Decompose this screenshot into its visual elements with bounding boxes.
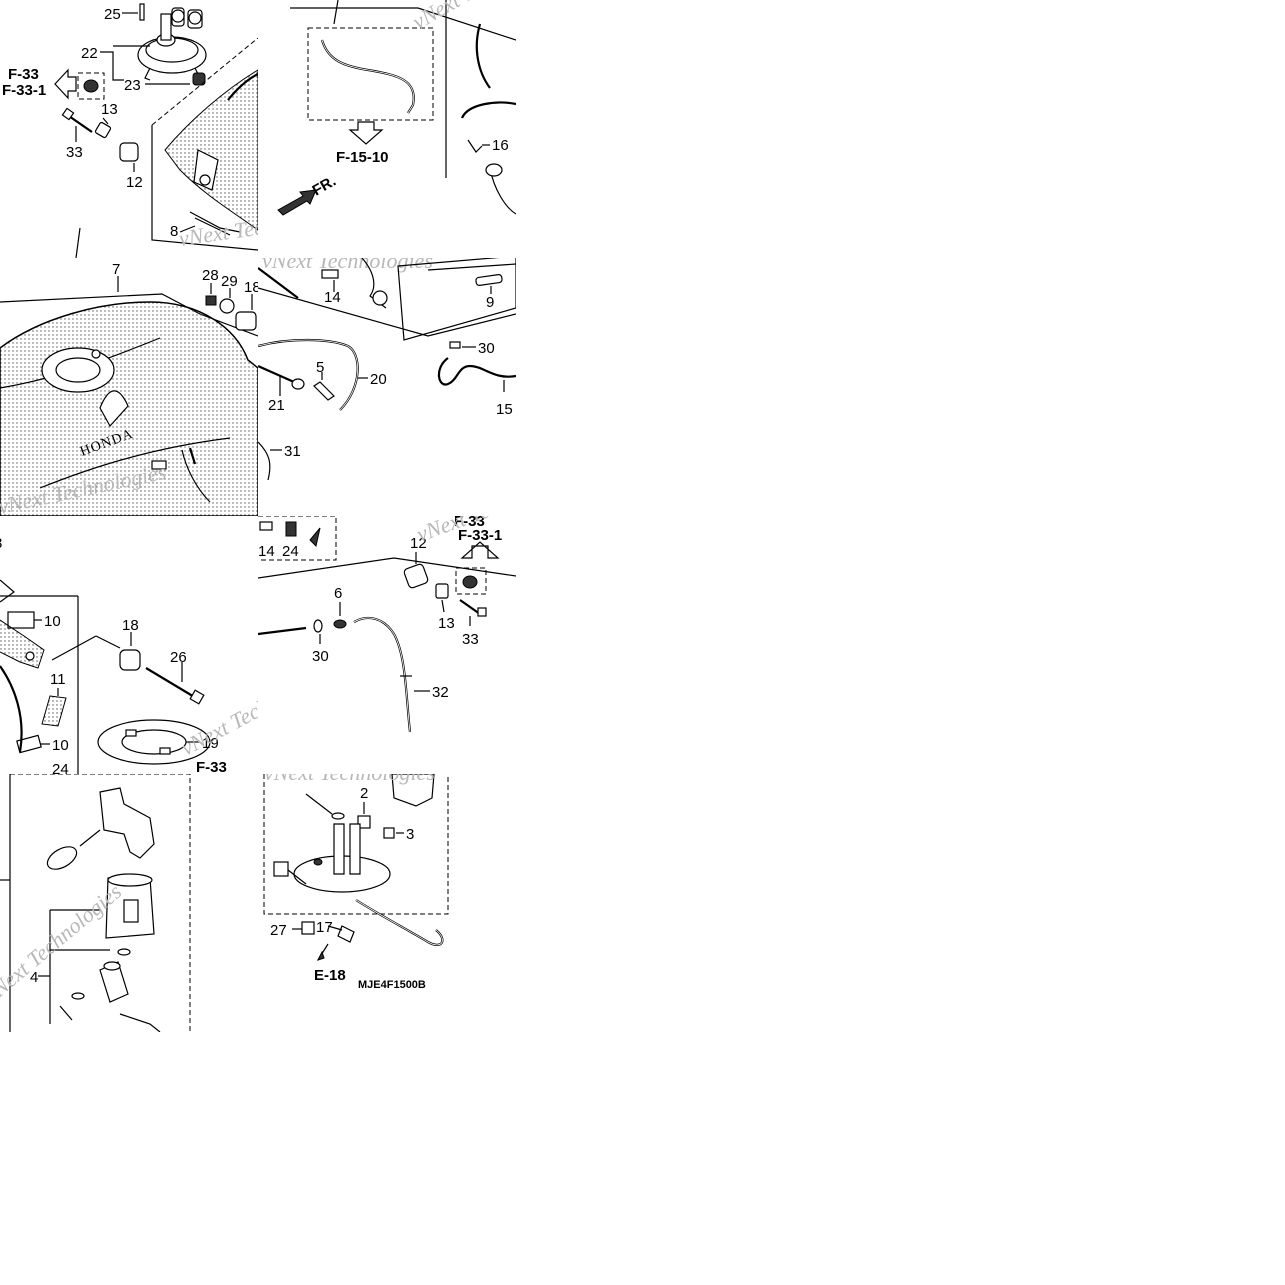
cap-seal xyxy=(192,72,206,86)
callout-12b: 12 xyxy=(410,535,427,552)
ref-f33-1: F-33-1 xyxy=(2,82,46,99)
tile-breather: F-15-10 16 FR. vNext Technologies xyxy=(258,0,516,258)
callout-30b: 30 xyxy=(312,648,329,665)
callout-17: 17 xyxy=(316,919,333,936)
callout-18b: 18 xyxy=(122,617,139,634)
callout-19: 19 xyxy=(202,735,219,752)
nut-27 xyxy=(301,921,315,935)
callout-20: 20 xyxy=(370,371,387,388)
watermark: vNext Technologies xyxy=(408,0,516,34)
clip-16 xyxy=(467,139,483,153)
tile-breather-drawing: F-15-10 16 FR. vNext Technologies xyxy=(277,0,516,216)
watermark: vNext Technologies xyxy=(264,774,435,785)
tile-fuel-tank: 7 HONDA 28 29 18 vNext xyxy=(0,258,258,516)
callout-21: 21 xyxy=(268,397,285,414)
callout-22: 22 xyxy=(81,45,98,62)
pad-14 xyxy=(321,269,339,279)
callout-7: 7 xyxy=(112,261,120,278)
tile-fuel-cap: 25 22 23 F-33 F-33-1 33 13 xyxy=(0,0,258,258)
tile-mount-drawing: 3 10 10 11 18 xyxy=(0,535,258,774)
hose-17 xyxy=(355,899,444,946)
ref-f33: F-33 xyxy=(8,66,39,83)
tile-pump-flange-drawing: vNext Technologies 2 3 17 xyxy=(263,774,449,991)
callout-13: 13 xyxy=(101,101,118,118)
callout-29: 29 xyxy=(221,273,238,290)
callout-25: 25 xyxy=(104,6,121,23)
float xyxy=(46,846,78,870)
callout-10: 10 xyxy=(44,613,61,630)
arrow-up-icon xyxy=(460,541,500,559)
callout-32: 32 xyxy=(432,684,449,701)
ref-f33b: F-33 xyxy=(454,516,485,530)
nut-2 xyxy=(357,815,371,829)
arrow-left-icon xyxy=(54,68,77,100)
callout-3: 3 xyxy=(406,826,414,843)
callout-18: 18 xyxy=(244,279,258,296)
callout-4: 4 xyxy=(30,969,38,986)
callout-6: 6 xyxy=(334,585,342,602)
callout-24: 24 xyxy=(282,543,299,560)
float-arm xyxy=(99,787,155,859)
callout-8: 8 xyxy=(170,223,178,240)
bolt-33 xyxy=(61,107,93,133)
callout-16: 16 xyxy=(492,137,509,154)
ref-f33-partial: F-33 xyxy=(196,759,227,774)
tile-hoses: vNext Technologies 14 9 20 21 xyxy=(258,258,516,516)
tile-fuel-cap-drawing: 25 22 23 F-33 F-33-1 33 13 xyxy=(2,3,258,258)
arrow-down-small-icon xyxy=(317,950,325,961)
ref-f15-10: F-15-10 xyxy=(336,149,389,166)
detail-box xyxy=(307,27,434,121)
front-arrow-icon xyxy=(277,189,317,216)
callout-5: 5 xyxy=(316,359,324,376)
tile-mount: 3 10 10 11 18 xyxy=(0,516,258,774)
callout-31: 31 xyxy=(284,443,301,460)
callout-24-partial: 24 xyxy=(52,761,69,774)
callout-33b: 33 xyxy=(462,631,479,648)
callout-30: 30 xyxy=(478,340,495,357)
callout-33: 33 xyxy=(66,144,83,161)
callout-15: 15 xyxy=(496,401,513,418)
tile-fuel-tank-drawing: 7 HONDA 28 29 18 vNext xyxy=(0,261,258,516)
callout-27: 27 xyxy=(270,922,287,939)
wing-logo-icon xyxy=(99,390,129,428)
callout-3-partial: 3 xyxy=(0,535,2,552)
callout-9: 9 xyxy=(486,294,494,311)
tile-fuel-pump: 4 vNext Technologies xyxy=(0,774,258,1032)
hose-32 xyxy=(353,616,412,733)
ref-e18: E-18 xyxy=(314,967,346,984)
screw-3 xyxy=(383,827,395,839)
hose-1 xyxy=(258,626,307,636)
callout-10b: 10 xyxy=(52,737,69,754)
tile-hoses-drawing: vNext Technologies 14 9 20 21 xyxy=(258,258,516,481)
callout-28: 28 xyxy=(202,267,219,284)
connector xyxy=(273,861,289,877)
key-icon xyxy=(171,9,202,25)
callout-2: 2 xyxy=(360,785,368,802)
callout-11: 11 xyxy=(50,671,66,688)
callout-23: 23 xyxy=(124,77,141,94)
tile-pump-flange: vNext Technologies 2 3 17 xyxy=(258,774,516,1032)
callout-26: 26 xyxy=(170,649,187,666)
pad-9 xyxy=(475,274,503,286)
hose-21 xyxy=(258,364,295,384)
screw-25 xyxy=(139,3,145,21)
arrow-down-icon xyxy=(348,121,384,145)
ref-f33-1b: F-33-1 xyxy=(458,527,502,544)
grommet xyxy=(83,79,99,93)
callout-12: 12 xyxy=(126,174,143,191)
rubber-18 xyxy=(119,649,141,671)
diagram-code: MJE4F1500B xyxy=(358,979,426,991)
hose-breather xyxy=(320,39,415,114)
tile-drain: 14 24 F-33 F-33-1 12 13 33 1 xyxy=(258,516,516,774)
tile-fuel-pump-drawing: 4 vNext Technologies xyxy=(0,774,191,1032)
watermark: vNext Technologies xyxy=(262,258,433,273)
callout-14: 14 xyxy=(324,289,341,306)
tile-drain-drawing: 14 24 F-33 F-33-1 12 13 33 1 xyxy=(258,516,516,733)
callout-14b: 14 xyxy=(258,543,275,560)
hose-15 xyxy=(437,357,516,386)
bolt-26 xyxy=(145,667,197,699)
joint-5 xyxy=(313,381,335,401)
callout-13b: 13 xyxy=(438,615,455,632)
